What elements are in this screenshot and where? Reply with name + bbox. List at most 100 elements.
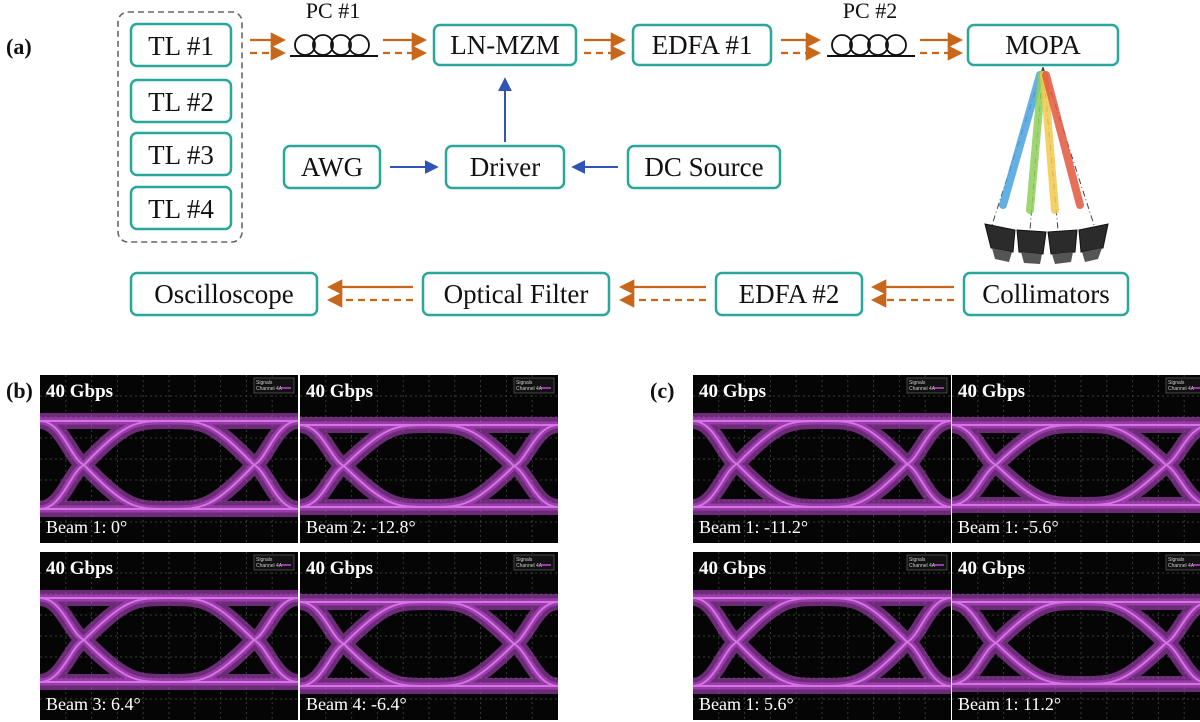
eye-trace [952, 416, 1200, 514]
oscilloscope: Oscilloscope [129, 271, 319, 317]
laser-tl2: TL #2 [129, 78, 233, 124]
eye-trace [40, 589, 298, 691]
eye-trace [693, 589, 951, 695]
eye-legend-title: Signals [909, 557, 926, 563]
polarization-controller-2: PC #2 [827, 0, 915, 57]
eye-trace [693, 412, 951, 516]
arrow-edfa2-to-filter [618, 279, 706, 308]
eye-legend-title: Signals [256, 380, 273, 386]
arrow-pc2-to-mopa [920, 32, 964, 61]
eye-beam-label: Beam 1: 0° [46, 517, 127, 537]
laser-tl4: TL #4 [129, 185, 233, 231]
modulator-label: LN-MZM [450, 30, 560, 60]
eye-bitrate-label: 40 Gbps [46, 558, 113, 579]
beam-yellow [1040, 71, 1059, 214]
collimator-lens-icon [1047, 229, 1078, 264]
laser-group-frame [117, 11, 243, 243]
eye-trace [300, 416, 558, 516]
laser-tl3-label: TL #3 [148, 140, 214, 170]
beam-green [1026, 71, 1046, 214]
optical-filter-label: Optical Filter [444, 279, 589, 309]
eye-bitrate-label: 40 Gbps [958, 381, 1025, 402]
eye-legend-title: Signals [1168, 557, 1185, 563]
collimator-lens-icon [984, 223, 1016, 262]
eye-legend-channel: Channel 4A [909, 386, 936, 392]
amplifier-edfa1: EDFA #1 [631, 23, 773, 67]
arrow-pc1-to-mzm [383, 32, 428, 61]
eye-bitrate-label: 40 Gbps [958, 558, 1025, 579]
eye-legend-title: Signals [516, 557, 533, 563]
edfa2-label: EDFA #2 [739, 279, 840, 309]
pc2-label: PC #2 [843, 0, 897, 23]
eye-legend-channel: Channel 4A [516, 563, 543, 569]
optical-filter: Optical Filter [421, 271, 611, 317]
modulator-ln-mzm: LN-MZM [432, 23, 578, 67]
panel-label-c: (c) [650, 378, 674, 403]
arrow-tl-to-pc1 [250, 32, 287, 61]
amplifier-edfa2: EDFA #2 [714, 271, 864, 317]
panel-label-a: (a) [6, 34, 32, 59]
eye-beam-label: Beam 3: 6.4° [46, 694, 141, 714]
laser-tl4-label: TL #4 [148, 194, 214, 224]
eye-legend-channel: Channel 4A [256, 563, 283, 569]
eye-legend-channel: Channel 4A [909, 563, 936, 569]
eye-beam-label: Beam 1: -5.6° [958, 517, 1059, 537]
eye-trace [300, 593, 558, 695]
eye-legend-title: Signals [516, 380, 533, 386]
emitted-beams [991, 66, 1095, 231]
mopa-label: MOPA [1005, 30, 1081, 60]
awg: AWG [282, 144, 382, 190]
awg-label: AWG [301, 152, 363, 182]
eye-bitrate-label: 40 Gbps [699, 381, 766, 402]
eye-beam-label: Beam 4: -6.4° [306, 694, 407, 714]
eye-bitrate-label: 40 Gbps [306, 558, 373, 579]
eye-beam-label: Beam 1: 11.2° [958, 694, 1061, 714]
eye-legend-channel: Channel 4A [1168, 563, 1195, 569]
laser-tl2-label: TL #2 [148, 87, 214, 117]
eye-trace [952, 593, 1200, 693]
collimator-lens-icon [1078, 223, 1109, 262]
oscilloscope-label: Oscilloscope [154, 279, 293, 309]
driver: Driver [444, 144, 566, 190]
polarization-controller-1: PC #1 [290, 0, 378, 57]
laser-tl1: TL #1 [129, 22, 233, 68]
eye-beam-label: Beam 1: 5.6° [699, 694, 794, 714]
eye-beam-label: Beam 2: -12.8° [306, 517, 416, 537]
driver-label: Driver [470, 152, 540, 182]
arrow-edfa1-to-pc2 [781, 32, 822, 61]
collimators: Collimators [962, 271, 1130, 317]
laser-tl1-label: TL #1 [148, 31, 214, 61]
laser-tl3: TL #3 [129, 131, 233, 177]
collimators-label: Collimators [982, 279, 1110, 309]
beam-blue [999, 71, 1044, 209]
eye-bitrate-label: 40 Gbps [699, 558, 766, 579]
dc-source-label: DC Source [644, 152, 763, 182]
pc1-label: PC #1 [306, 0, 360, 23]
panel-label-b: (b) [6, 378, 33, 403]
eye-legend-channel: Channel 4A [516, 386, 543, 392]
arrow-collimators-to-edfa2 [870, 279, 954, 308]
eye-trace [40, 412, 298, 518]
eye-legend-title: Signals [1168, 380, 1185, 386]
collimator-lenses [984, 223, 1109, 264]
eye-legend-title: Signals [909, 380, 926, 386]
edfa1-label: EDFA #1 [652, 30, 753, 60]
eye-bitrate-label: 40 Gbps [306, 381, 373, 402]
arrow-filter-to-oscilloscope [326, 279, 413, 308]
